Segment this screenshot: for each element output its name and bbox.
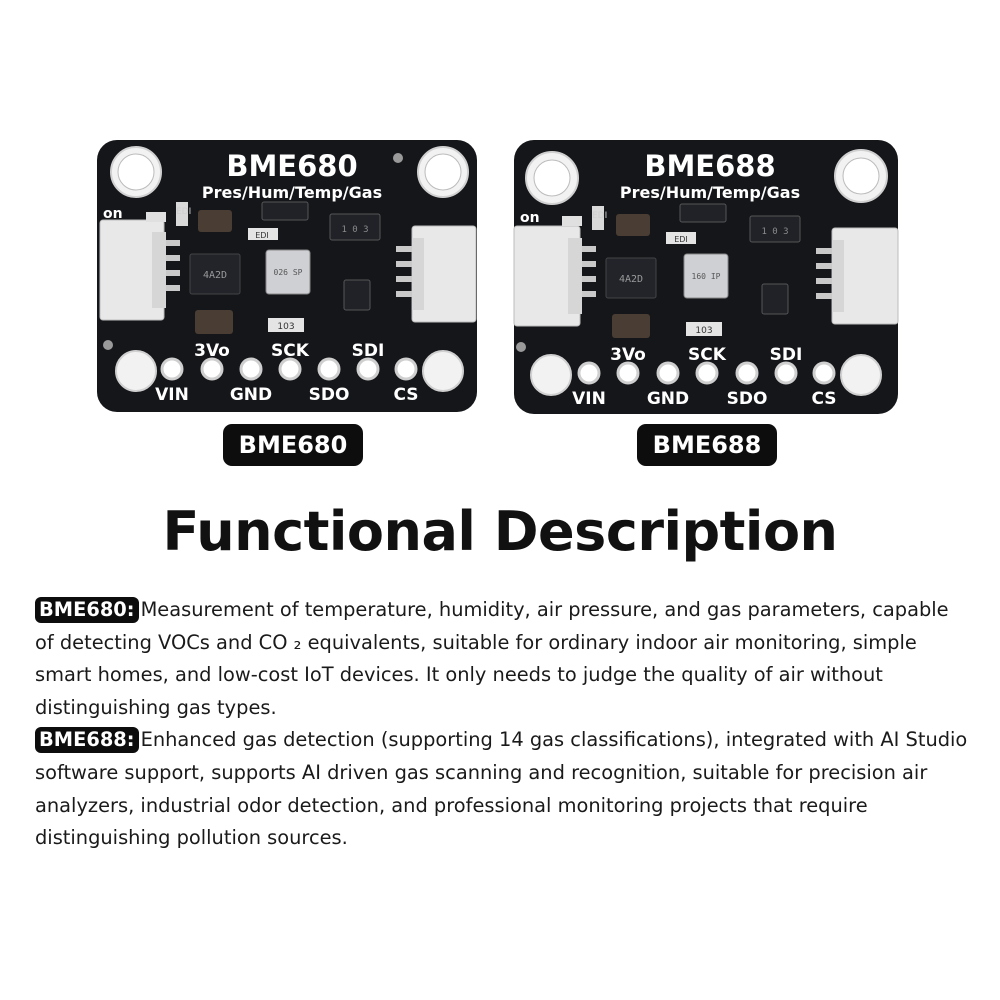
board-subtitle: Pres/Hum/Temp/Gas bbox=[202, 183, 382, 202]
mounting-hole bbox=[422, 350, 464, 392]
pin-label-bottom: GND bbox=[647, 389, 689, 409]
board-caption-bme688: BME688 bbox=[637, 424, 777, 466]
pin-label-top: SDI bbox=[352, 341, 385, 361]
mounting-hole bbox=[525, 151, 579, 205]
mounting-hole bbox=[417, 146, 469, 198]
pin-label-bottom: VIN bbox=[572, 389, 606, 409]
description-text: Enhanced gas detection (supporting 14 ga… bbox=[35, 728, 968, 850]
jst-connector-left bbox=[513, 225, 596, 327]
pin-label-top: SCK bbox=[271, 341, 310, 361]
pin-label-top: 3Vo bbox=[610, 345, 646, 365]
silk-label: EDI bbox=[176, 207, 191, 217]
board-title: BME680 bbox=[226, 149, 357, 183]
product-photo: BME680 Pres/Hum/Temp/Gas on EDI 4A2D bbox=[97, 140, 899, 414]
on-label: on bbox=[520, 210, 540, 226]
description-bme680: BME680:Measurement of temperature, humid… bbox=[35, 594, 970, 724]
tag-badge: BME688: bbox=[35, 727, 139, 754]
mounting-hole bbox=[110, 146, 162, 198]
chip-label: 4A2D bbox=[619, 274, 643, 285]
svg-text:EDI: EDI bbox=[255, 231, 269, 240]
svg-text:1 0 3: 1 0 3 bbox=[761, 227, 788, 237]
pin-label-bottom: VIN bbox=[155, 385, 189, 405]
pin-label-bottom: SDO bbox=[727, 389, 768, 409]
description-text: Measurement of temperature, humidity, ai… bbox=[35, 598, 949, 719]
svg-text:026 SP: 026 SP bbox=[274, 268, 303, 277]
jst-connector-right bbox=[396, 225, 477, 323]
mounting-hole bbox=[840, 354, 882, 396]
svg-text:160 IP: 160 IP bbox=[692, 272, 721, 281]
svg-text:103: 103 bbox=[695, 326, 712, 336]
board-title: BME688 bbox=[644, 149, 775, 183]
pin-pad-row bbox=[160, 357, 418, 381]
description-block: BME680:Measurement of temperature, humid… bbox=[35, 594, 970, 855]
board-caption-bme680: BME680 bbox=[223, 424, 363, 466]
mounting-hole bbox=[834, 149, 888, 203]
pin-pad-row bbox=[577, 361, 836, 385]
board-subtitle: Pres/Hum/Temp/Gas bbox=[620, 183, 800, 202]
gas-sensor-chip: 160 IP bbox=[683, 253, 729, 299]
description-bme688: BME688:Enhanced gas detection (supportin… bbox=[35, 724, 970, 854]
silk-label: EDI bbox=[592, 211, 607, 221]
jst-connector-left bbox=[99, 219, 180, 321]
mounting-hole bbox=[530, 354, 572, 396]
jst-connector-right bbox=[816, 227, 899, 325]
page-title: Functional Description bbox=[162, 500, 838, 563]
pin-label-top: 3Vo bbox=[194, 341, 230, 361]
pin-label-top: SCK bbox=[688, 345, 727, 365]
svg-text:1 0 3: 1 0 3 bbox=[341, 225, 368, 235]
pin-label-top: SDI bbox=[770, 345, 803, 365]
pin-label-bottom: GND bbox=[230, 385, 272, 405]
pin-label-bottom: CS bbox=[393, 385, 418, 405]
tag-badge: BME680: bbox=[35, 597, 139, 623]
on-label: on bbox=[103, 206, 123, 222]
pin-label-bottom: SDO bbox=[309, 385, 350, 405]
bme680-board: BME680 Pres/Hum/Temp/Gas on EDI 4A2D bbox=[97, 140, 477, 412]
bme688-board: BME688 Pres/Hum/Temp/Gas on EDI 4A2D EDI bbox=[513, 140, 899, 414]
chip-label: 4A2D bbox=[203, 270, 227, 281]
svg-text:103: 103 bbox=[277, 322, 294, 332]
gas-sensor-chip: 026 SP bbox=[265, 249, 311, 295]
mounting-hole bbox=[115, 350, 157, 392]
pin-label-bottom: CS bbox=[811, 389, 836, 409]
svg-text:EDI: EDI bbox=[674, 235, 688, 244]
